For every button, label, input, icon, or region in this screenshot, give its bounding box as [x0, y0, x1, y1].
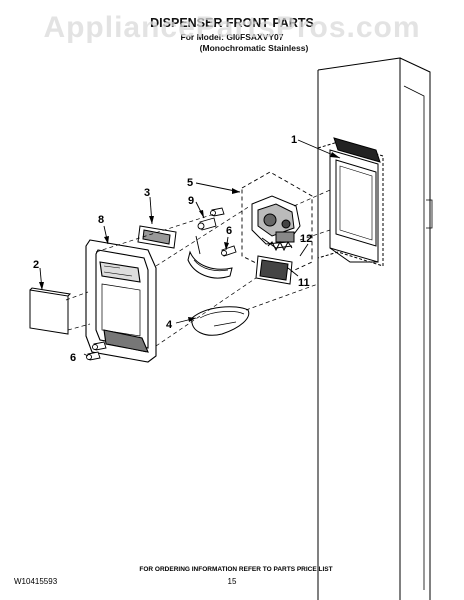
drip-tray: [191, 306, 250, 336]
callout-1: 1: [291, 134, 297, 146]
lens-7: [187, 250, 233, 279]
assembly-5-outline: [241, 171, 313, 277]
page-number: 15: [228, 577, 237, 586]
watermark: AppliancePartsPros.com: [43, 11, 420, 44]
callout-5: 5: [187, 177, 193, 189]
refrigerator-door: [317, 57, 433, 600]
callout-2: 2: [33, 259, 39, 271]
doc-number: W10415593: [14, 577, 58, 586]
callout-6-upper: 6: [226, 225, 232, 237]
dispenser-frame: [85, 239, 157, 363]
callout-6-lower: 6: [70, 352, 76, 364]
callout-arrowheads: [39, 152, 340, 322]
screw-6-upper: [221, 245, 237, 257]
screws-6-lower: [86, 341, 107, 361]
callout-4: 4: [166, 319, 173, 331]
spring: [267, 240, 293, 252]
diagram-title: DISPENSER FRONT PARTS: [150, 16, 314, 30]
model-line: For Model: GI0FSAXVY07: [181, 32, 284, 42]
callout-9: 9: [188, 195, 194, 207]
callout-11: 11: [298, 277, 310, 289]
explode-lines: [65, 189, 331, 347]
callout-leaders: [39, 139, 341, 357]
callout-3: 3: [144, 187, 150, 199]
dispenser-paddle: [255, 255, 293, 285]
panel-2: [29, 287, 72, 335]
callout-8: 8: [98, 214, 104, 226]
screws-9: [197, 207, 225, 231]
callout-12: 12: [300, 233, 312, 245]
dispenser-housing: [317, 137, 384, 267]
variant-line: (Monochromatic Stainless): [200, 43, 309, 53]
ordering-note: FOR ORDERING INFORMATION REFER TO PARTS …: [139, 566, 332, 573]
actuator-assembly: [251, 195, 301, 249]
